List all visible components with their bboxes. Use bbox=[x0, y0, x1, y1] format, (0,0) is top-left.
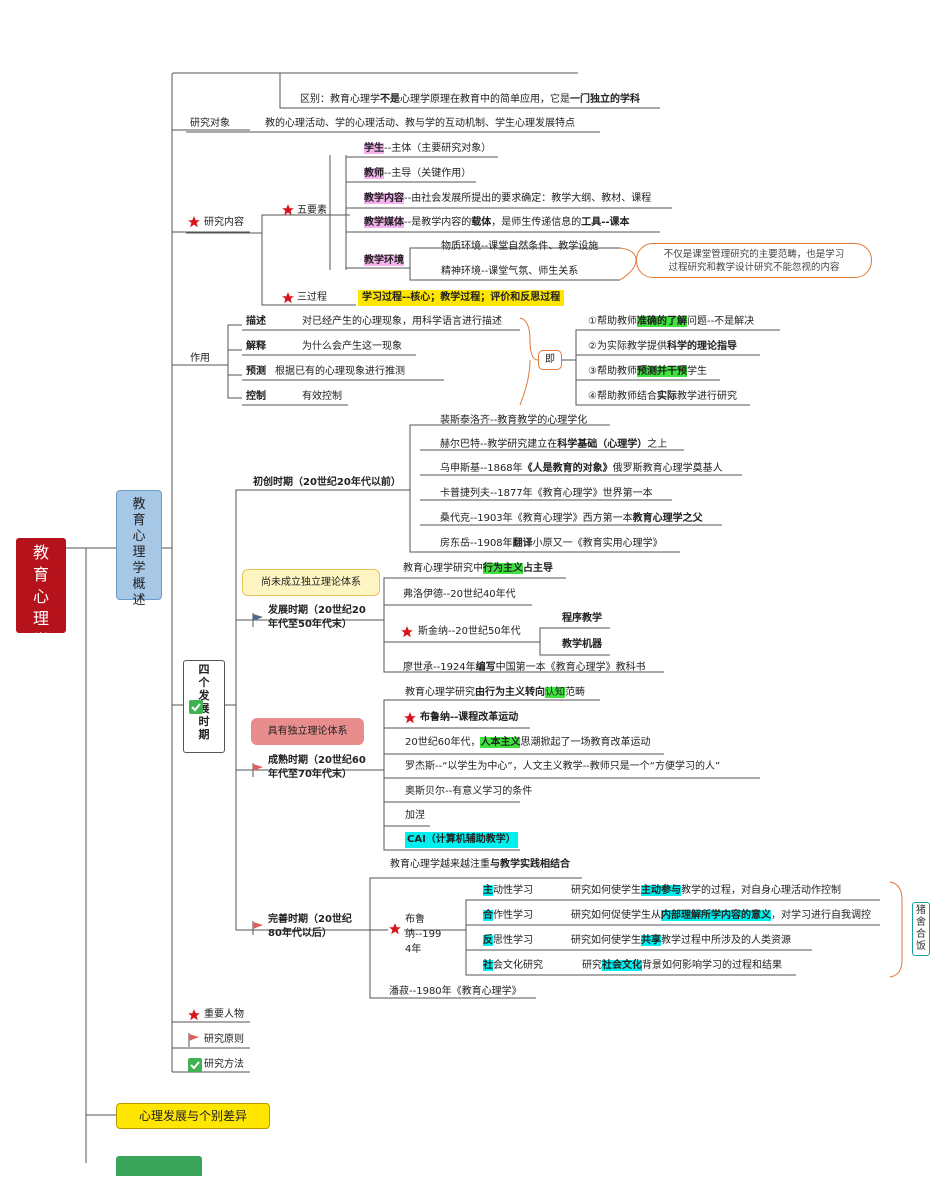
function-key: 控制 bbox=[246, 391, 266, 402]
top-note: 区别：教育心理学不是心理学原理在教育中的简单应用，它是一门独立的学科 bbox=[300, 94, 640, 105]
root-node[interactable]: 教育心理学 bbox=[16, 538, 66, 650]
learning-type: 合作性学习 bbox=[483, 910, 533, 921]
overview-title: 教育心理学概述 bbox=[132, 497, 146, 608]
flag-icon bbox=[252, 613, 263, 627]
function-key: 描述 bbox=[246, 316, 266, 327]
star-icon bbox=[401, 626, 413, 638]
next-node[interactable] bbox=[116, 1156, 202, 1176]
learning-desc: 研究如何使学生主动参与教学的过程，对自身心理活动作控制 bbox=[571, 885, 841, 896]
benefit-item: ②为实际教学提供科学的理论指导 bbox=[588, 341, 737, 352]
env-note: 不仅是课堂管理研究的主要范畴，也是学习过程研究和教学设计研究不能忽视的内容 bbox=[636, 243, 872, 278]
research-object-content: 教的心理活动、学的心理活动、教与学的互动机制、学生心理发展特点 bbox=[265, 118, 575, 129]
element-item: 教师--主导（关键作用） bbox=[364, 168, 472, 179]
initial-item: 桑代克--1903年《教育心理学》西方第一本教育心理学之父 bbox=[440, 513, 703, 524]
mature-item: CAI（计算机辅助教学） bbox=[405, 832, 518, 848]
skinner-sub: 程序教学 bbox=[562, 613, 602, 624]
star-icon bbox=[282, 204, 294, 216]
key-people-label[interactable]: 重要人物 bbox=[204, 1009, 244, 1020]
learning-desc: 研究如何促使学生从内部理解所学内容的意义，对学习进行自我调控 bbox=[571, 910, 871, 921]
function-desc: 有效控制 bbox=[302, 391, 342, 402]
perfect-item: 教育心理学越来越注重与教学实践相结合 bbox=[390, 859, 570, 870]
three-process-content: 学习过程--核心；教学过程；评价和反思过程 bbox=[358, 290, 565, 306]
flag-icon bbox=[188, 1033, 199, 1047]
callout-independent-theory: 具有独立理论体系 bbox=[251, 718, 364, 745]
flag-icon bbox=[252, 763, 263, 777]
check-icon bbox=[189, 700, 203, 714]
initial-period-label[interactable]: 初创时期（20世纪20年代以前） bbox=[253, 477, 401, 488]
star-icon bbox=[404, 712, 416, 724]
root-title: 教育心理学 bbox=[32, 543, 49, 650]
mature-item: 20世纪60年代，人本主义思潮掀起了一场教育改革运动 bbox=[405, 737, 651, 748]
function-key: 预测 bbox=[246, 366, 266, 377]
callout-no-independent-theory: 尚未成立独立理论体系 bbox=[242, 569, 380, 596]
learning-type: 主动性学习 bbox=[483, 885, 533, 896]
learning-desc: 研究如何使学生共享教学过程中所涉及的人类资源 bbox=[571, 935, 791, 946]
perfect-item: 潘菽--1980年《教育心理学》 bbox=[389, 986, 522, 997]
function-desc: 为什么会产生这一现象 bbox=[302, 341, 402, 352]
element-item: 教学媒体--是教学内容的载体，是师生传递信息的工具--课本 bbox=[364, 217, 630, 228]
benefit-item: ④帮助教师结合实际教学进行研究 bbox=[588, 391, 737, 402]
initial-item: 裴斯泰洛齐--教育教学的心理学化 bbox=[440, 415, 588, 426]
mature-item: 奥斯贝尔--有意义学习的条件 bbox=[405, 786, 533, 797]
development-item: 教育心理学研究中行为主义占主导 bbox=[403, 563, 553, 574]
development-item: 弗洛伊德--20世纪40年代 bbox=[403, 589, 516, 600]
skinner-sub: 教学机器 bbox=[562, 639, 602, 650]
star-icon bbox=[389, 923, 401, 935]
development-differences-node[interactable]: 心理发展与个别差异 bbox=[116, 1103, 270, 1129]
development-item: 廖世承--1924年编写中国第一本《教育心理学》教科书 bbox=[403, 662, 646, 673]
element-item: 学生--主体（主要研究对象） bbox=[364, 143, 492, 154]
check-icon bbox=[188, 1058, 202, 1072]
research-method-label[interactable]: 研究方法 bbox=[204, 1059, 244, 1070]
mature-item: 教育心理学研究由行为主义转向认知范畴 bbox=[405, 687, 585, 698]
learning-type: 社会文化研究 bbox=[483, 960, 543, 971]
mature-item: 罗杰斯--“以学生为中心”，人文主义教学--教师只是一个“方便学习的人” bbox=[405, 761, 721, 772]
three-process-label[interactable]: 三过程 bbox=[297, 292, 327, 303]
benefit-item: ①帮助教师准确的了解问题--不是解决 bbox=[588, 316, 755, 327]
initial-item: 卡普捷列夫--1877年《教育心理学》世界第一本 bbox=[440, 488, 653, 499]
star-icon bbox=[188, 1009, 200, 1021]
flag-icon bbox=[252, 921, 263, 935]
env-item: 物质环境--课堂自然条件、教学设施 bbox=[441, 241, 599, 252]
research-principle-label[interactable]: 研究原则 bbox=[204, 1034, 244, 1045]
function-desc: 对已经产生的心理现象，用科学语言进行描述 bbox=[302, 316, 502, 327]
mature-item: 加涅 bbox=[405, 810, 425, 821]
research-content-label[interactable]: 研究内容 bbox=[204, 217, 244, 228]
research-object-label[interactable]: 研究对象 bbox=[190, 118, 230, 129]
ji-label: 即 bbox=[538, 350, 562, 370]
function-label[interactable]: 作用 bbox=[190, 353, 210, 364]
learning-desc: 研究社会文化背景如何影响学习的过程和结果 bbox=[582, 960, 782, 971]
initial-item: 乌申斯基--1868年《人是教育的对象》俄罗斯教育心理学奠基人 bbox=[440, 463, 723, 474]
function-key: 解释 bbox=[246, 341, 266, 352]
mature-item: 布鲁纳--课程改革运动 bbox=[420, 712, 519, 723]
overview-node[interactable]: 教育心理学概述 bbox=[116, 490, 162, 608]
initial-item: 房东岳--1908年翻译小原又一《教育实用心理学》 bbox=[440, 538, 663, 549]
learning-type: 反思性学习 bbox=[483, 935, 533, 946]
element-item: 教学环境 bbox=[364, 255, 404, 266]
star-icon bbox=[282, 292, 294, 304]
element-item: 教学内容--由社会发展所提出的要求确定：教学大纲、教材、课程 bbox=[364, 193, 652, 204]
star-icon bbox=[188, 216, 200, 228]
benefit-item: ③帮助教师预测并干预学生 bbox=[588, 366, 707, 377]
initial-item: 赫尔巴特--教学研究建立在科学基础（心理学）之上 bbox=[440, 439, 668, 450]
env-item: 精神环境--课堂气氛、师生关系 bbox=[441, 266, 579, 277]
skinner-item: 斯金纳--20世纪50年代 bbox=[418, 626, 521, 637]
mnemonic-note: 猪舍合饭 bbox=[912, 902, 930, 956]
function-desc: 根据已有的心理现象进行推测 bbox=[275, 366, 405, 377]
five-elements-label[interactable]: 五要素 bbox=[297, 205, 327, 216]
